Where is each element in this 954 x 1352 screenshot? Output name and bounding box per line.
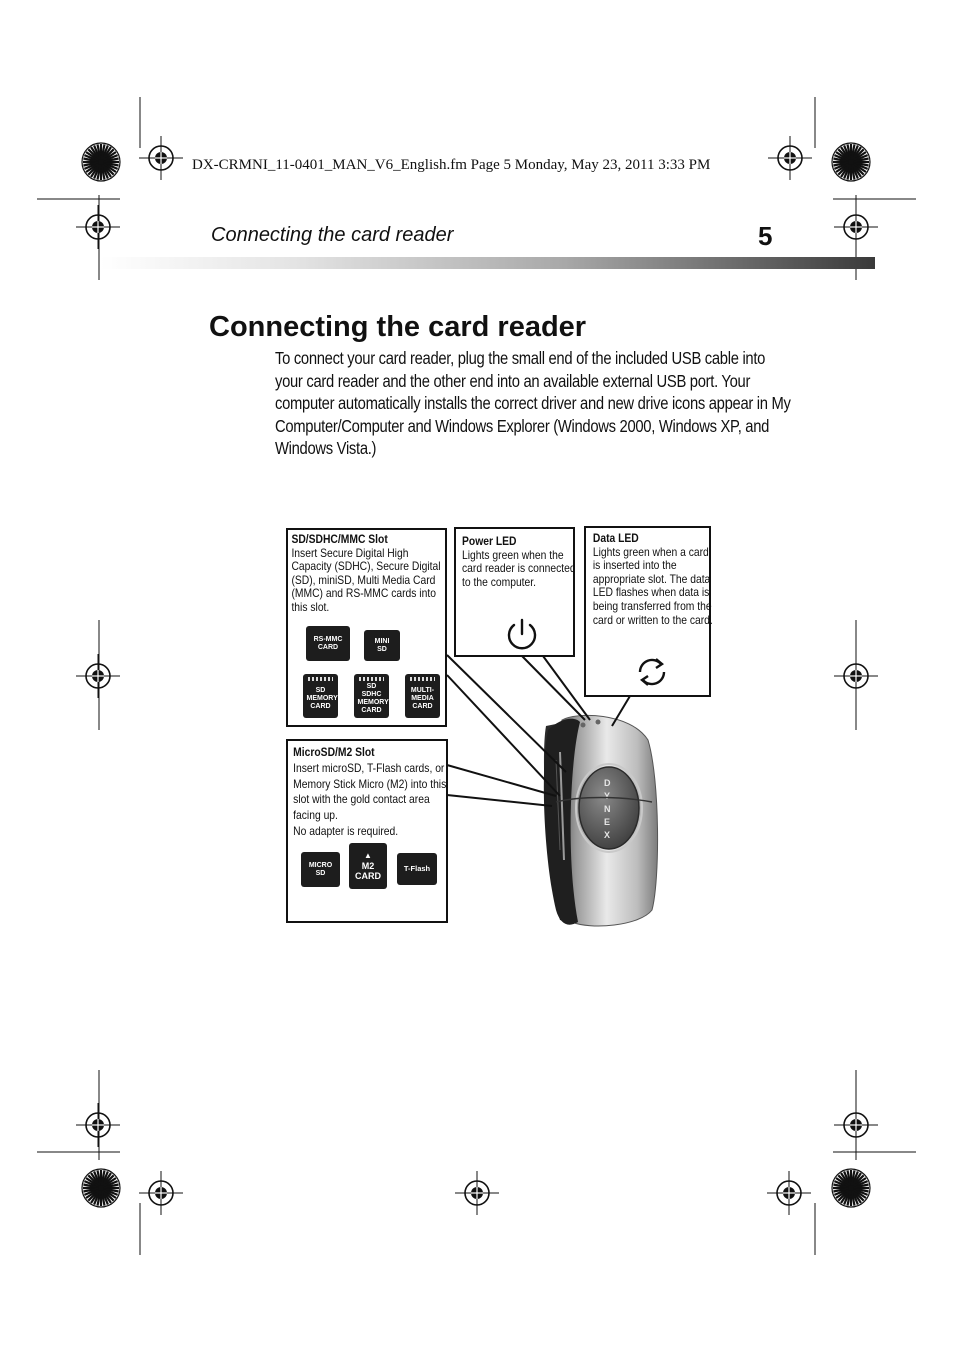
sdhc-memory-card-icon: SD SDHC MEMORY CARD — [354, 674, 389, 718]
callout-data-led-title: Data LED — [592, 531, 639, 545]
page-number: 5 — [758, 221, 773, 251]
multimedia-card-label: MULTI-MEDIA CARD — [410, 687, 435, 710]
sync-icon — [638, 658, 666, 686]
svg-text:N: N — [604, 804, 611, 814]
callout-sd-slot-title: SD/SDHC/MMC Slot — [291, 532, 388, 546]
multimedia-card-icon: MULTI-MEDIA CARD — [405, 674, 440, 718]
svg-text:E: E — [604, 817, 610, 827]
micro-sd-card-icon: MICRO SD — [301, 852, 340, 887]
sdhc-memory-card-label: SD SDHC MEMORY CARD — [357, 683, 389, 714]
callout-sd-slot-body: Insert Secure Digital High Capacity (SDH… — [291, 545, 441, 614]
print-slug: DX-CRMNI_11-0401_MAN_V6_English.fm Page … — [192, 157, 711, 173]
sd-memory-card-icon: SD MEMORY CARD — [303, 674, 338, 718]
callout-microsd-slot-body: Insert microSD, T-Flash cards, or Memory… — [293, 760, 447, 838]
t-flash-card-icon: T-Flash — [397, 853, 437, 885]
micro-sd-card-label: MICRO SD — [308, 861, 333, 877]
callout-power-led-body: Lights green when the card reader is con… — [462, 547, 576, 589]
header-rule — [100, 257, 875, 269]
svg-text:X: X — [604, 830, 610, 840]
callout-microsd-slot-title: MicroSD/M2 Slot — [293, 745, 375, 759]
callout-microsd-slot: MicroSD/M2 Slot Insert microSD, T-Flash … — [286, 739, 448, 923]
mini-sd-card-label: MINI SD — [374, 637, 390, 653]
callout-data-led: Data LED Lights green when a card is ins… — [584, 526, 713, 697]
svg-text:Y: Y — [604, 791, 610, 801]
section-heading: Connecting the card reader — [209, 311, 587, 343]
t-flash-card-label: T-Flash — [403, 864, 431, 873]
m2-card-label: M2 CARD — [355, 861, 381, 881]
m2-card-icon: ▲ M2 CARD — [349, 843, 387, 889]
callout-sd-slot: SD/SDHC/MMC Slot Insert Secure Digital H… — [286, 528, 447, 727]
power-icon — [507, 618, 537, 650]
svg-text:D: D — [604, 778, 611, 788]
callout-power-led-title: Power LED — [462, 534, 517, 548]
section-body: To connect your card reader, plug the sm… — [275, 348, 791, 458]
mini-sd-card-icon: MINI SD — [364, 630, 400, 661]
callout-power-led: Power LED Lights green when the card rea… — [454, 527, 576, 657]
sd-memory-card-label: SD MEMORY CARD — [306, 687, 338, 710]
rs-mmc-card-icon: RS-MMC CARD — [306, 626, 350, 661]
running-header-title: Connecting the card reader — [211, 224, 454, 246]
rs-mmc-card-label: RS-MMC CARD — [313, 635, 343, 651]
callout-data-led-body: Lights green when a card is inserted int… — [592, 544, 713, 627]
arrow-up-icon: ▲ — [364, 851, 372, 860]
